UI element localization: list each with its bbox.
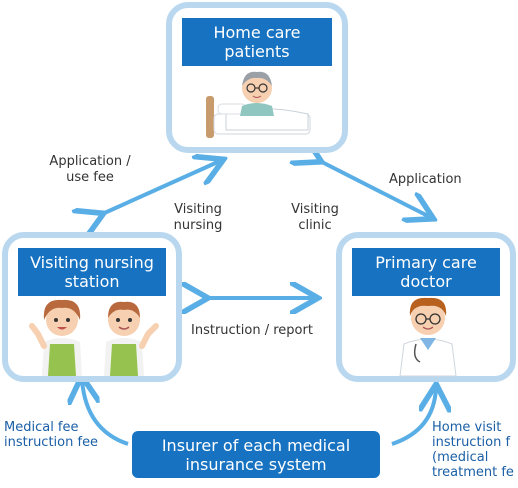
arrow-patients-nursing [100,161,220,215]
arrow-insurer-doctor [391,388,436,446]
label-instruction-report: Instruction / report [191,323,313,338]
doctor-card: Primary care doctor [336,232,516,382]
label-application-use-fee: Application / use fee [49,154,131,185]
nurses-illustration [29,299,159,376]
arrow-patients-doctor [318,160,430,217]
patient-in-bed-illustration [206,71,311,138]
nursing-title: Visiting nursing station [18,248,166,296]
label-application: Application [389,172,462,187]
doctor-illustration [399,297,457,377]
label-visiting-nursing: Visiting nursing [173,202,223,233]
arrow-insurer-nursing [82,380,129,446]
nursing-card: Visiting nursing station [2,232,182,382]
patients-card: Home care patients [166,2,348,153]
label-medical-fee-instruction: Medical fee instruction fee [4,420,99,450]
label-home-visit-instruction: Home visit instruction f (medical treatm… [432,420,514,480]
doctor-title: Primary care doctor [352,248,500,296]
insurer-box: Insurer of each medical insurance system [132,431,380,478]
label-visiting-clinic: Visiting clinic [291,202,339,233]
patients-title: Home care patients [182,18,332,66]
